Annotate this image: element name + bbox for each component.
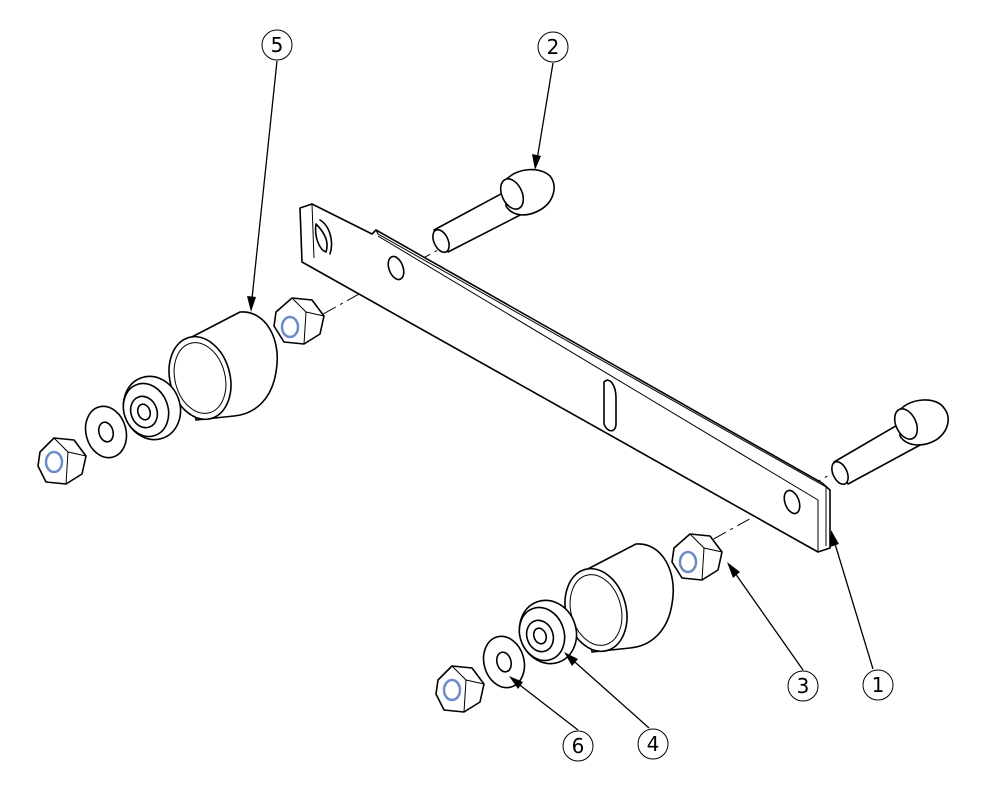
washer-lower xyxy=(482,635,526,689)
hex-nut-outer-lower xyxy=(435,665,485,713)
balloon-1: 1 xyxy=(862,669,894,701)
balloon-2-label: 2 xyxy=(547,35,560,59)
washer-upper xyxy=(84,405,128,459)
nut-hole-upper xyxy=(280,315,300,339)
balloon-3: 3 xyxy=(787,670,819,702)
nut-hole-outer-lower xyxy=(442,678,462,702)
balloon-5-label: 5 xyxy=(271,33,284,57)
roller-sleeve-lower xyxy=(564,543,674,653)
nut-hole-outer-upper xyxy=(44,450,64,474)
balloon-6-label: 6 xyxy=(572,734,585,758)
bearing-upper xyxy=(122,375,182,441)
balloon-4: 4 xyxy=(637,728,669,760)
balloon-5: 5 xyxy=(261,29,293,61)
hex-nut-outer-upper xyxy=(37,437,87,485)
bearing-lower xyxy=(518,599,578,665)
hex-nut-lower xyxy=(671,533,723,581)
bolt-part-lower xyxy=(831,399,949,486)
leader-lines xyxy=(247,60,874,731)
axis-line-lower xyxy=(689,457,861,553)
bracket-part xyxy=(299,203,831,553)
nut-hole-lower xyxy=(678,550,698,574)
balloon-2: 2 xyxy=(537,31,569,63)
hex-nut-upper xyxy=(273,297,325,345)
roller-sleeve-upper xyxy=(168,311,278,421)
balloon-1-label: 1 xyxy=(872,673,885,697)
balloon-3-label: 3 xyxy=(797,674,810,698)
balloon-4-label: 4 xyxy=(647,732,660,756)
balloon-6: 6 xyxy=(562,730,594,762)
bolt-part-upper xyxy=(432,168,555,254)
